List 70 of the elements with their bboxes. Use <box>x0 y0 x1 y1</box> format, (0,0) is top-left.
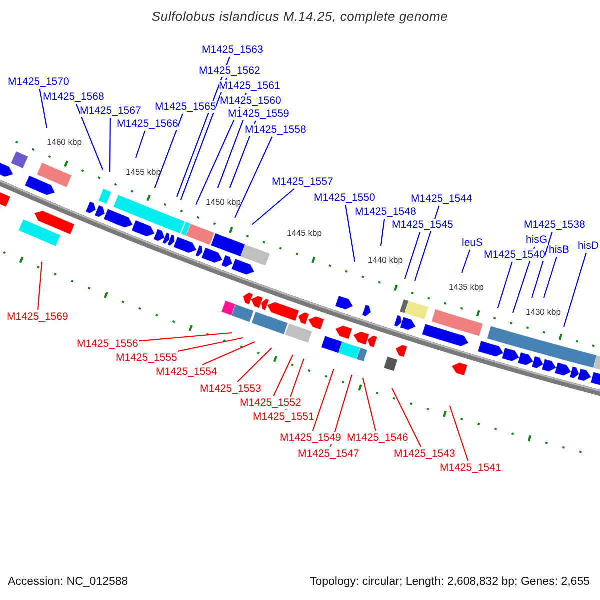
gene-label: M1425_1543 <box>394 448 456 460</box>
gene-label: M1425_1560 <box>220 95 282 107</box>
position-label: 1445 kbp <box>287 228 322 238</box>
gene-label: M1425_1552 <box>240 397 302 409</box>
leader-line <box>449 406 469 462</box>
gene-label: M1425_1548 <box>355 206 416 218</box>
gene-label: M1425_1547 <box>298 448 360 460</box>
gene-label: M1425_1545 <box>392 219 454 231</box>
leader-line <box>154 114 184 188</box>
leader-line <box>202 342 256 366</box>
gene-label: M1425_1553 <box>200 383 262 395</box>
gene-label: M1425_1567 <box>80 105 142 117</box>
leader-line <box>38 262 43 310</box>
gene-label: M1425_1544 <box>411 193 472 205</box>
position-label: 1455 kbp <box>126 167 161 177</box>
leader-line <box>273 354 294 396</box>
leader-line <box>109 118 111 172</box>
position-label: 1435 kbp <box>449 282 484 292</box>
leader-line <box>178 337 244 352</box>
genome-stats-text: Topology: circular; Length: 2,608,832 bp; Genes: 2,655 <box>310 575 590 589</box>
gene-label: M1425_1559 <box>228 108 290 120</box>
gene-label: M1425_1541 <box>440 462 502 474</box>
gene-label: hisB <box>549 244 570 256</box>
gene-label: M1425_1566 <box>117 118 178 130</box>
gene-label: leuS <box>462 237 484 249</box>
gene-label: M1425_1570 <box>8 76 70 88</box>
gene-label: M1425_1558 <box>245 124 306 136</box>
accession-text: Accession: NC_012588 <box>8 575 128 589</box>
genome-title: Sulfolobus islandicus M.14.25, complete genome <box>152 9 448 24</box>
gene-label: M1425_1568 <box>43 91 104 103</box>
gene-label: M1425_1565 <box>155 101 216 113</box>
leader-line <box>237 348 272 382</box>
gene-label: M1425_1550 <box>314 192 376 204</box>
gene-label: hisG <box>526 234 548 246</box>
leader-line <box>234 136 273 218</box>
gene-label: M1425_1569 <box>7 311 68 323</box>
gene-label: M1425_1549 <box>280 432 342 444</box>
leader-line <box>461 250 471 274</box>
leader-line <box>180 78 228 200</box>
gene-label: M1425_1563 <box>202 44 264 56</box>
gene-label: M1425_1540 <box>484 249 546 261</box>
gene-label: M1425_1562 <box>199 65 260 77</box>
position-label: 1440 kbp <box>368 255 403 265</box>
leader-line <box>138 332 232 342</box>
leader-line <box>380 218 386 246</box>
leader-line <box>497 262 513 308</box>
leader-line <box>39 88 48 128</box>
gene-label: M1425_1561 <box>219 80 280 92</box>
leader-line <box>543 256 558 298</box>
position-label: 1430 kbp <box>526 307 561 317</box>
leader-line <box>404 232 421 280</box>
gene-label: M1425_1557 <box>272 176 334 188</box>
gene-label: M1425_1555 <box>116 352 178 364</box>
gene-label: M1425_1546 <box>347 432 408 444</box>
gene-label: M1425_1538 <box>524 219 586 231</box>
leader-line <box>312 368 335 432</box>
gene-label: M1425_1554 <box>156 366 218 378</box>
gene-label: M1425_1556 <box>77 338 138 350</box>
leader-line <box>531 232 553 298</box>
leader-line <box>392 388 422 448</box>
leader-line <box>362 378 376 432</box>
position-label: 1450 kbp <box>206 197 241 207</box>
gene-label: hisD <box>578 240 600 252</box>
leader-line <box>345 204 356 262</box>
position-label: 1460 kbp <box>47 137 82 147</box>
leader-line <box>563 252 587 328</box>
leader-line <box>135 130 146 158</box>
leader-line <box>252 188 295 226</box>
leader-line <box>76 104 104 170</box>
gene-label: M1425_1551 <box>253 411 314 423</box>
